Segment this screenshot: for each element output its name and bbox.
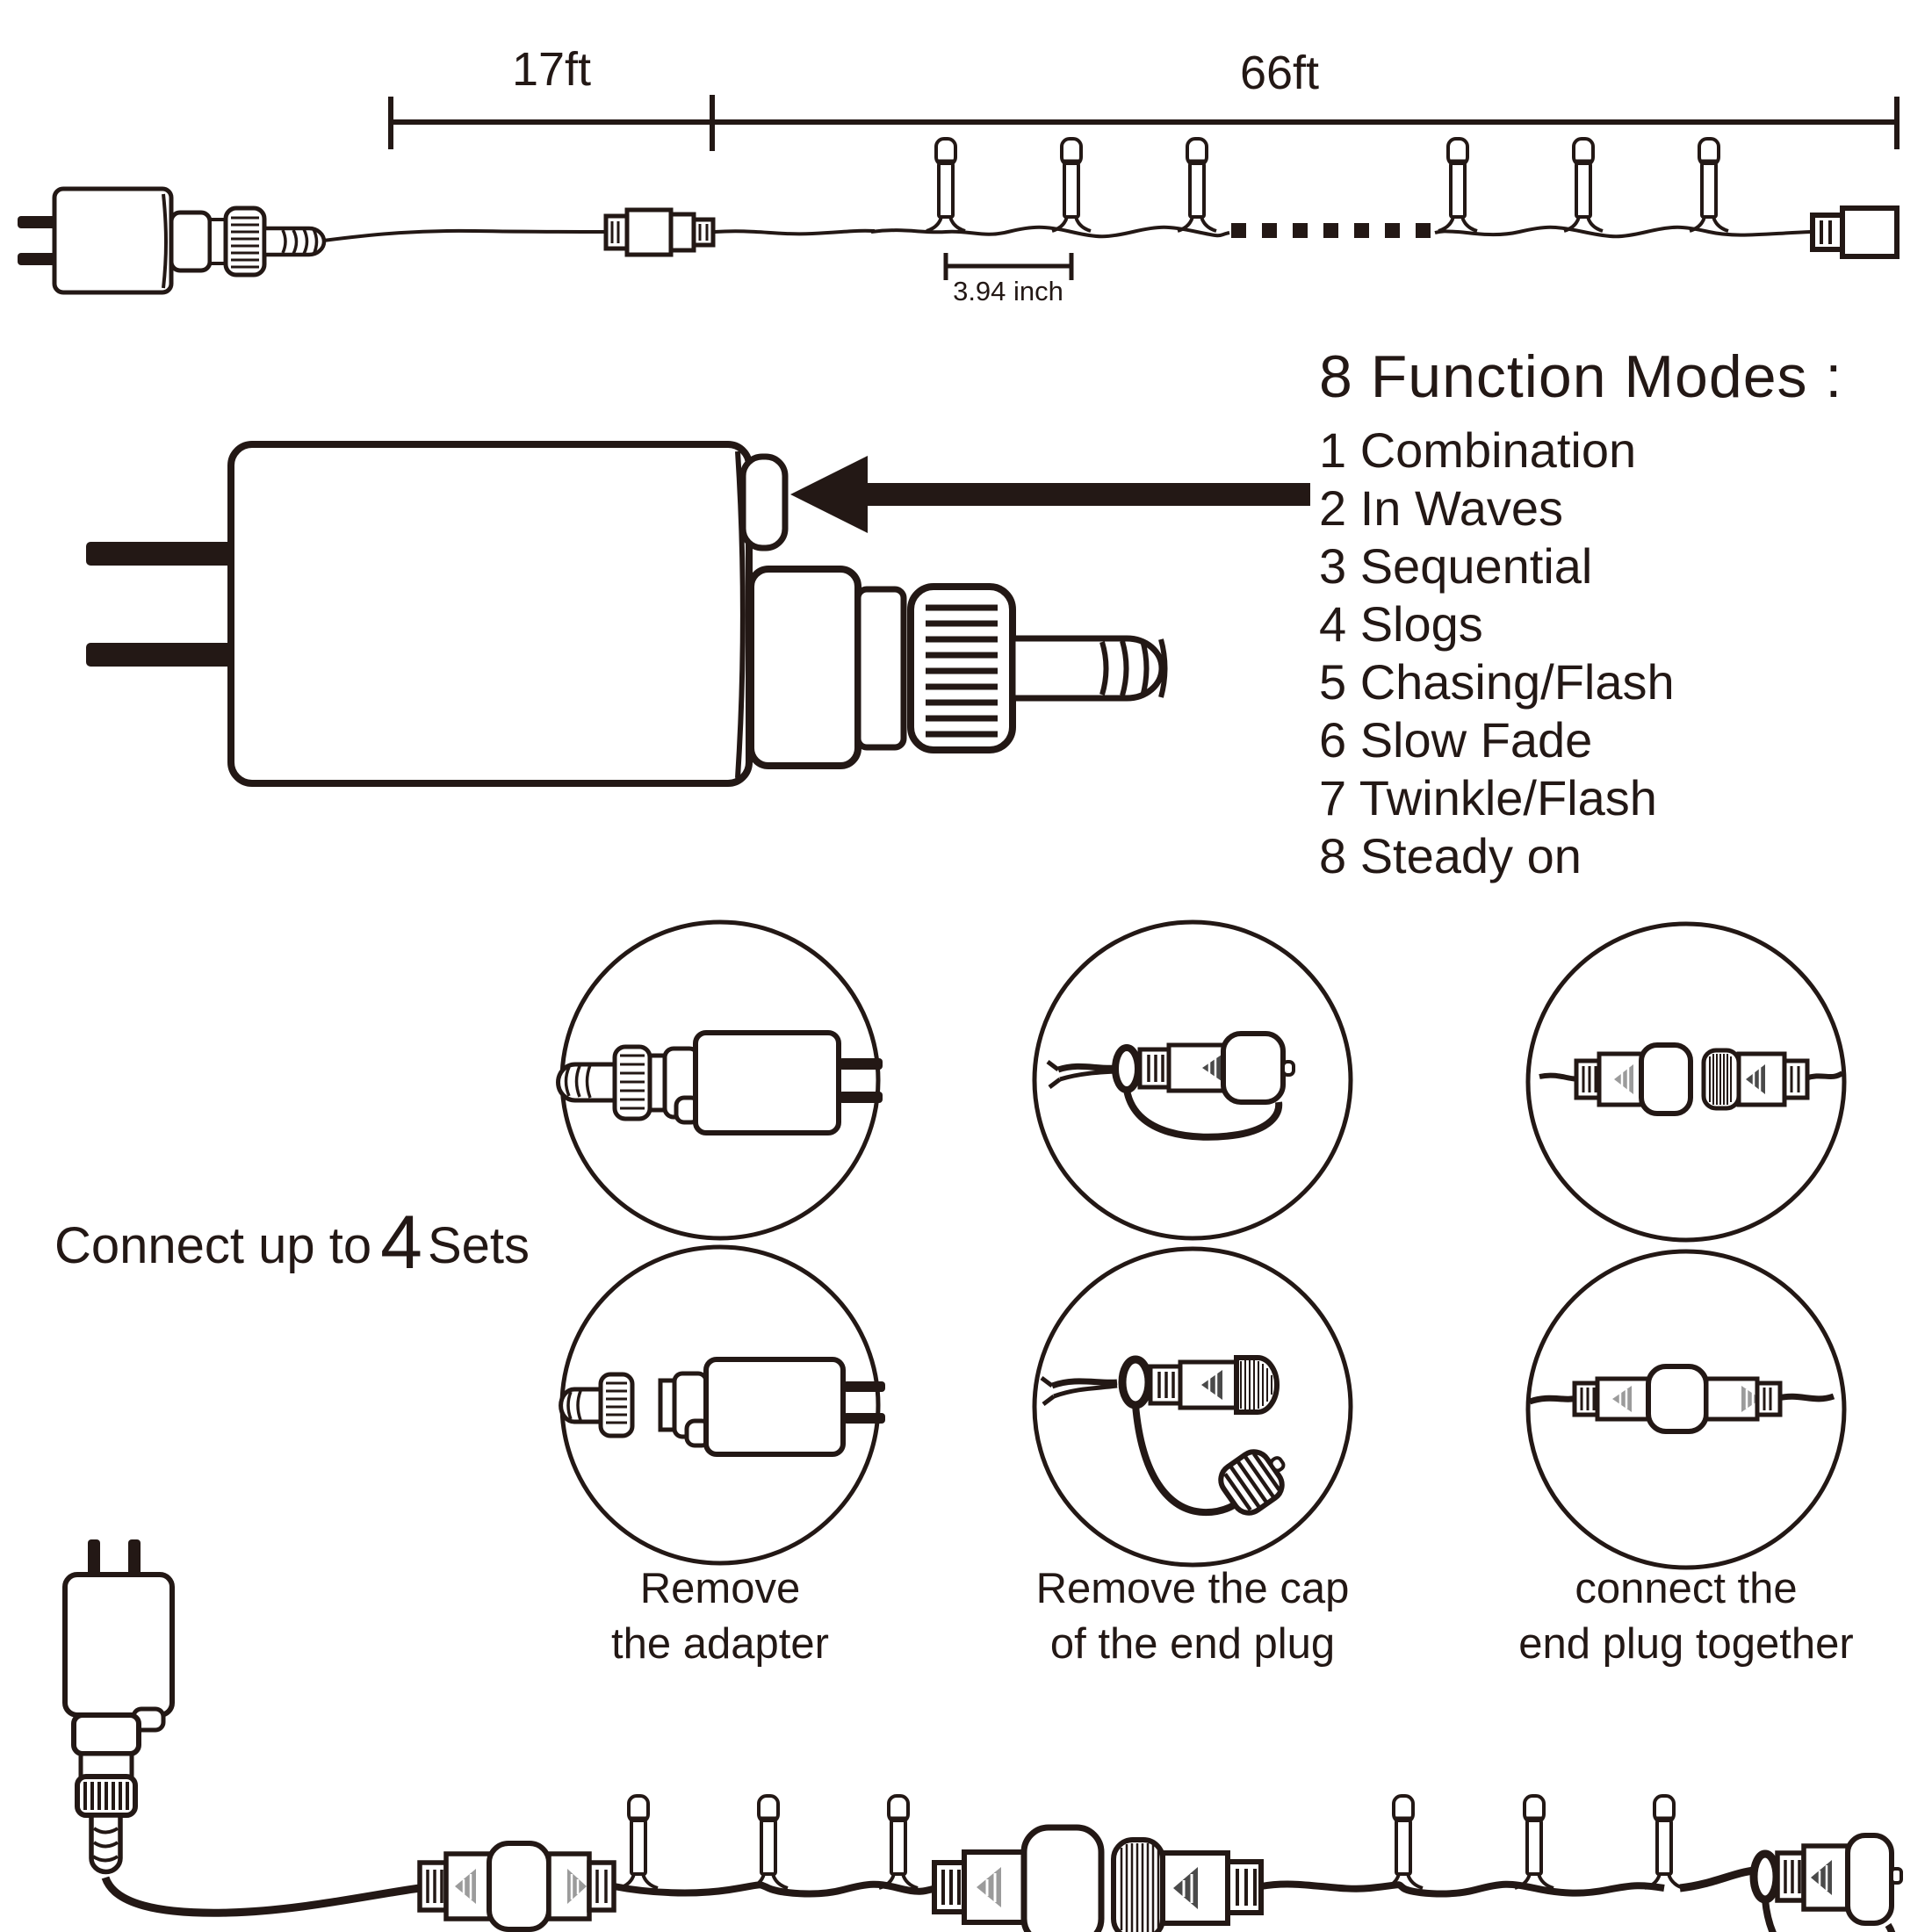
arrow-to-button — [790, 456, 1310, 533]
connect-note-prefix: Connect up to — [54, 1217, 372, 1274]
function-modes-list: 1 Combination 2 In Waves 3 Sequential 4 … — [1319, 422, 1675, 885]
end-plug-bottom — [1749, 1833, 1903, 1926]
caption-line: Remove — [639, 1565, 801, 1612]
mode-item-7: 7 Twinkle/Flash — [1319, 770, 1657, 825]
function-modes-title: 8 Function Modes : — [1319, 343, 1843, 410]
caption-line: end plug together — [1518, 1620, 1854, 1668]
caption-line: the adapter — [611, 1620, 829, 1668]
mode-item-6: 6 Slow Fade — [1319, 712, 1593, 768]
circle-plugs-apart — [1525, 921, 1847, 1243]
label-bulb-spacing: 3.94 inch — [953, 276, 1063, 306]
mode-item-1: 1 Combination — [1319, 422, 1637, 478]
circle-adapter-attached — [556, 919, 883, 1241]
circle-adapter-removed — [559, 1244, 885, 1566]
caption-remove-adapter: Remove the adapter — [474, 1561, 966, 1672]
bulb-spacing-measure — [943, 253, 1074, 280]
mode-item-2: 2 In Waves — [1319, 480, 1564, 536]
caption-line: of the end plug — [1049, 1620, 1336, 1668]
joined-connector-bottom — [417, 1841, 616, 1932]
caption-line: connect the — [1575, 1565, 1798, 1612]
label-66ft: 66ft — [1239, 47, 1320, 99]
mode-item-4: 4 Slogs — [1319, 596, 1483, 652]
mode-item-5: 5 Chasing/Flash — [1319, 654, 1675, 710]
mode-button — [739, 453, 789, 551]
knurled-knob-ribs-big — [926, 604, 998, 738]
circle-plugs-connected — [1525, 1249, 1847, 1570]
open-connector-pair-bottom — [932, 1824, 1264, 1932]
removed-cap — [1218, 1449, 1286, 1516]
vertical-adapter-bottom — [62, 1539, 175, 1875]
power-adapter-small — [18, 186, 327, 295]
end-plug-top — [1810, 205, 1900, 259]
caption-remove-cap: Remove the cap of the end plug — [947, 1561, 1438, 1672]
bottom-string-wire — [101, 1866, 1896, 1932]
circle-end-plug-capped — [1032, 919, 1353, 1241]
circle-cap-removed — [1032, 1246, 1353, 1568]
mode-item-8: 8 Steady on — [1319, 828, 1582, 883]
mode-item-3: 3 Sequential — [1319, 538, 1593, 594]
connect-note-count: 4 — [380, 1200, 422, 1285]
caption-line: Remove the cap — [1035, 1565, 1350, 1612]
knurled-knob-ribs — [231, 216, 259, 269]
label-17ft: 17ft — [511, 43, 592, 96]
top-string-wire — [322, 225, 1812, 242]
dimension-bracket — [388, 95, 1900, 151]
caption-connect-plugs: connect the end plug together — [1440, 1561, 1932, 1672]
inline-connector-top — [603, 207, 716, 257]
continuation-dots — [1231, 223, 1431, 238]
string-bulbs-top — [925, 137, 1730, 233]
big-adapter — [86, 441, 1168, 787]
connect-note-suffix: Sets — [427, 1217, 530, 1274]
